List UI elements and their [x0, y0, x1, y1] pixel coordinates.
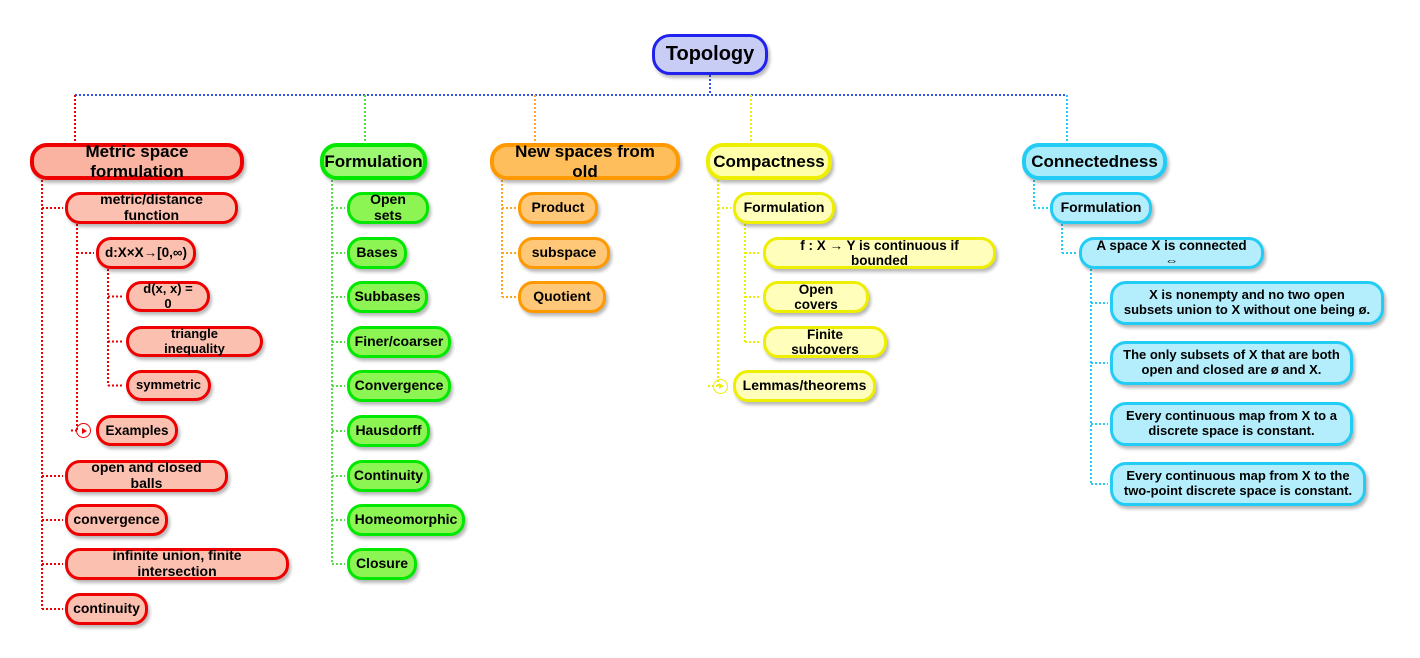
node-metric-6[interactable]: open and closed balls: [65, 459, 228, 492]
node-formulation-2[interactable]: Subbases: [347, 281, 428, 313]
node-metric-0[interactable]: metric/distance function: [65, 191, 238, 224]
node-metric-9[interactable]: continuity: [65, 593, 148, 625]
node-metric-7[interactable]: convergence: [65, 504, 168, 536]
node-formulation-3[interactable]: Finer/coarser: [347, 326, 451, 358]
node-newspaces-1[interactable]: subspace: [518, 237, 610, 269]
node-metric-1[interactable]: d:X×X→[0,∞): [96, 237, 196, 269]
branch-node-formulation[interactable]: Formulation: [320, 143, 427, 180]
branch-node-connectedness[interactable]: Connectedness: [1022, 143, 1167, 180]
node-formulation-6[interactable]: Continuity: [347, 460, 430, 492]
node-connectedness-0[interactable]: Formulation: [1050, 192, 1152, 224]
node-compactness-4[interactable]: Lemmas/theorems: [733, 370, 876, 402]
node-newspaces-2[interactable]: Quotient: [518, 281, 606, 313]
node-formulation-7[interactable]: Homeomorphic: [347, 504, 465, 536]
node-compactness-1[interactable]: f : X → Y is continuous if bounded: [763, 237, 996, 269]
node-compactness-3[interactable]: Finite subcovers: [763, 326, 887, 358]
branch-node-newspaces[interactable]: New spaces from old: [490, 142, 680, 181]
node-formulation-1[interactable]: Bases: [347, 237, 407, 269]
node-newspaces-0[interactable]: Product: [518, 192, 598, 224]
node-compactness-2[interactable]: Open covers: [763, 281, 869, 313]
node-formulation-4[interactable]: Convergence: [347, 370, 451, 402]
node-metric-4[interactable]: symmetric: [126, 370, 211, 401]
node-metric-2[interactable]: d(x, x) = 0: [126, 281, 210, 312]
node-connectedness-3[interactable]: The only subsets of X that are both open…: [1110, 341, 1353, 385]
expand-branch-icon[interactable]: [76, 423, 91, 438]
node-compactness-0[interactable]: Formulation: [733, 192, 835, 224]
node-connectedness-4[interactable]: Every continuous map from X to a discret…: [1110, 402, 1353, 446]
node-metric-8[interactable]: infinite union, finite intersection: [65, 547, 289, 580]
node-formulation-5[interactable]: Hausdorff: [347, 415, 430, 447]
node-connectedness-2[interactable]: X is nonempty and no two open subsets un…: [1110, 281, 1384, 325]
node-metric-3[interactable]: triangle inequality: [126, 326, 263, 357]
node-connectedness-1[interactable]: A space X is connected ⇔: [1079, 237, 1264, 269]
branch-node-compactness[interactable]: Compactness: [706, 143, 832, 180]
node-metric-5[interactable]: Examples: [96, 415, 178, 446]
expand-branch-icon[interactable]: [713, 378, 728, 394]
root-node-topology[interactable]: Topology: [652, 34, 768, 75]
node-formulation-8[interactable]: Closure: [347, 548, 417, 580]
node-formulation-0[interactable]: Open sets: [347, 191, 429, 224]
branch-node-metric[interactable]: Metric space formulation: [30, 142, 244, 181]
node-connectedness-5[interactable]: Every continuous map from X to the two-p…: [1110, 462, 1366, 506]
